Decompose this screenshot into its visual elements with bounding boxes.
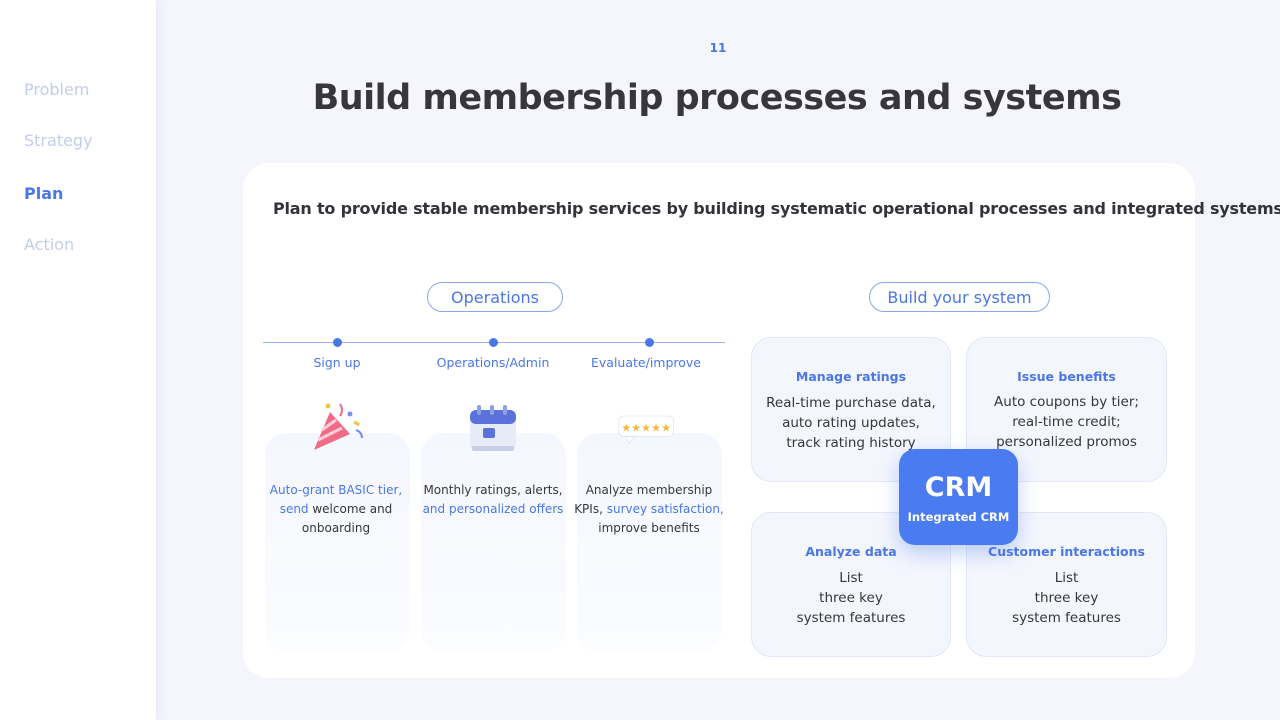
step-desc-operations-admin: Monthly ratings, alerts, and personalize… [422, 483, 564, 516]
step-desc-sign-up: Auto-grant BASIC tier, send welcome and … [269, 483, 403, 535]
timeline-dot-sign-up [333, 338, 342, 347]
step-card-operations-admin [421, 433, 566, 651]
page-number: 11 [709, 41, 727, 55]
step-card-sign-up [265, 433, 410, 651]
calendar-icon [470, 405, 516, 451]
party-popper-icon [314, 403, 363, 450]
svg-text:★★★★★: ★★★★★ [621, 421, 671, 434]
step-label-sign-up: Sign up [313, 355, 361, 370]
feature-title-issue-benefits: Issue benefits [1017, 369, 1116, 384]
five-star-rating-icon: ★★★★★ [618, 415, 674, 445]
feature-text-analyze-data: List three key system features [796, 570, 906, 626]
feature-text-issue-benefits: Auto coupons by tier; real-time credit; … [994, 394, 1139, 450]
step-desc-evaluate-improve: Analyze membership KPIs, survey satisfac… [574, 483, 724, 535]
crm-badge: CRM Integrated CRM [899, 449, 1018, 545]
step-label-evaluate-improve: Evaluate/improve [591, 355, 701, 370]
sidebar-item-strategy[interactable]: Strategy [24, 131, 93, 150]
sidebar-item-action[interactable]: Action [24, 235, 75, 254]
feature-title-manage-ratings: Manage ratings [795, 369, 907, 384]
sidebar: Problem Strategy Plan Action [0, 0, 156, 720]
feature-title-customer-interactions: Customer interactions [988, 544, 1145, 559]
page-subtitle: Plan to provide stable membership servic… [273, 199, 1280, 218]
operations-pill: Operations [427, 282, 563, 312]
crm-subtitle: Integrated CRM [907, 510, 1010, 524]
crm-title: CRM [924, 472, 993, 503]
page-title: Build membership processes and systems [312, 78, 1122, 118]
timeline-dot-operations [489, 338, 498, 347]
feature-title-analyze-data: Analyze data [805, 544, 897, 559]
feature-text-customer-interactions: List three key system features [1012, 570, 1121, 626]
timeline-dot-evaluate [645, 338, 654, 347]
sidebar-item-plan[interactable]: Plan [24, 184, 64, 203]
feature-card-manage-ratings [751, 337, 951, 482]
feature-text-manage-ratings: Real-time purchase data, auto rating upd… [766, 395, 936, 451]
sidebar-item-problem[interactable]: Problem [24, 80, 90, 99]
step-card-evaluate-improve [577, 433, 722, 651]
step-label-operations-admin: Operations/Admin [436, 355, 550, 370]
build-system-pill: Build your system [869, 282, 1050, 312]
